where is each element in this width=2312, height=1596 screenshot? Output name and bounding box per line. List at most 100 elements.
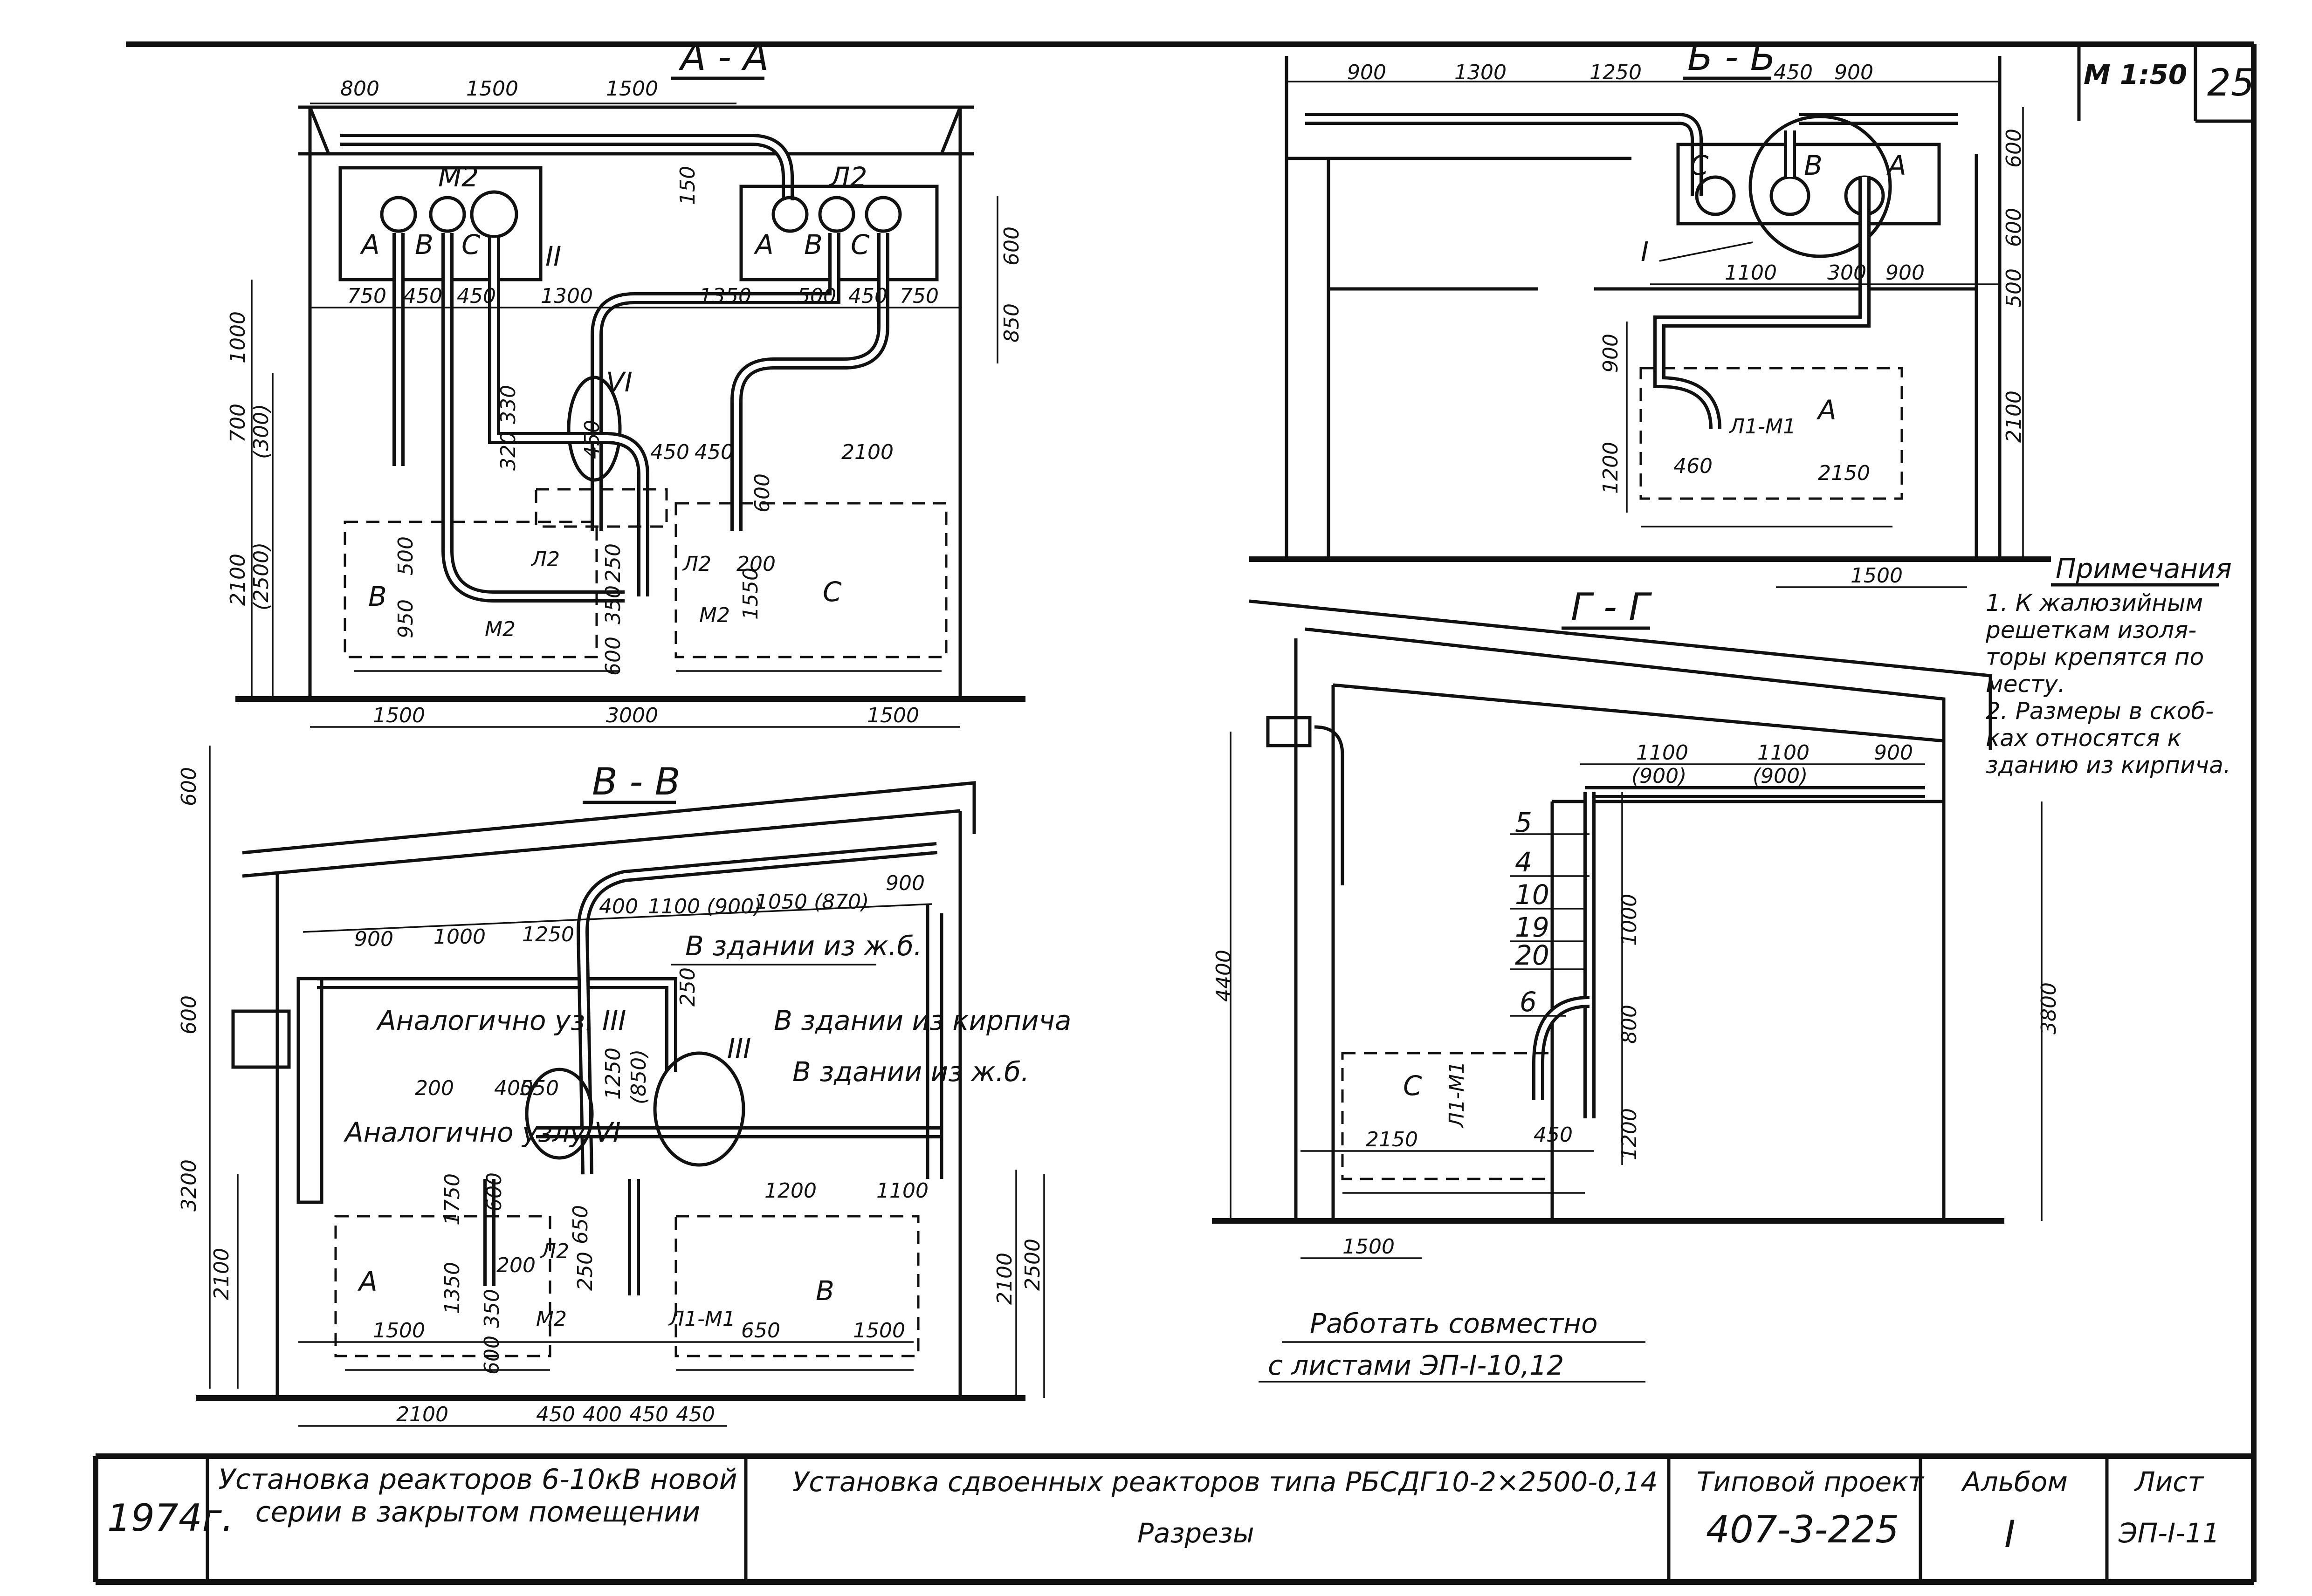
aa-dim-c13: 350 <box>601 585 625 624</box>
title-subject: Установка реакторов 6-10кВ новой серии в… <box>218 1463 737 1528</box>
view-gg-title: Г - Г <box>1571 585 1652 629</box>
aa-dim-c6: 2100 <box>841 440 894 464</box>
vv-dim-left-1: 600 <box>177 767 201 806</box>
vv-dim-top-6: 1050 (870) <box>755 890 869 914</box>
vv-tag-M2: М2 <box>536 1307 567 1331</box>
vv-dim-left-2: 600 <box>177 995 201 1034</box>
title-block <box>206 1456 2109 1582</box>
aa-dim-c9: 200 <box>736 552 776 576</box>
title-sheet-label: Лист <box>2134 1466 2204 1498</box>
bb-dim-left-2: 1200 <box>1599 442 1623 494</box>
bb-bay-A: А <box>1816 394 1837 426</box>
vv-dim-c6: 250 <box>676 967 700 1007</box>
vv-dim-top-5: 1100 (900) <box>648 895 762 918</box>
page-number: 25 <box>2207 61 2255 104</box>
gg-dim-top-4: (900) <box>1753 764 1808 788</box>
gg-callout-20: 20 <box>1515 939 1549 971</box>
bb-dim-top-5: 900 <box>1834 61 1873 84</box>
vv-dim-right-2: 2500 <box>1021 1239 1045 1291</box>
aa-dim-c11: 500 <box>394 536 418 575</box>
view-gg: Г - Г 1100 (900) 1100 (900) 900 <box>1212 585 2061 1259</box>
vv-dim-c8: 1100 <box>876 1179 929 1203</box>
gg-callout-6: 6 <box>1520 986 1537 1018</box>
bb-phase-B: В <box>1804 150 1823 181</box>
view-aa: А - А 800 1500 1500 А В С М2 А В С Л2 <box>226 35 1025 728</box>
bb-dim-row2-2: 300 <box>1827 261 1866 285</box>
aa-dim-row2-2: 450 <box>403 284 442 308</box>
view-bb: Б - Б 900 1300 1250 450 900 С В А I <box>1249 35 2051 588</box>
title-project-label: Типовой проект <box>1697 1466 1925 1498</box>
vv-note-brick: В здании из кирпича <box>774 1005 1071 1036</box>
work-together-line2: с листами ЭП-I-10,12 <box>1268 1349 1564 1381</box>
bb-dim-row2-3: 900 <box>1885 261 1925 285</box>
aa-dim-c12: 950 <box>394 599 418 638</box>
gg-dim-bottom-1: 2150 <box>1366 1128 1418 1151</box>
vv-note-rc: В здании из ж.б. <box>792 1056 1029 1088</box>
gg-dim-c2: 800 <box>1617 1005 1641 1044</box>
aa-bay-C: С <box>823 576 842 608</box>
aa-dim-row2-7: 450 <box>848 284 888 308</box>
gg-callout-19: 19 <box>1515 911 1549 943</box>
aa-dim-top-3: 1500 <box>606 77 658 101</box>
aa-dim-c10: 1550 <box>739 568 763 620</box>
aa-tag-M2-b: М2 <box>699 603 730 627</box>
aa-phase-B-left: В <box>415 229 434 260</box>
sheet-frame <box>93 41 2257 1585</box>
vv-node-III: III <box>727 1033 751 1064</box>
aa-dim-left-300: (300) <box>249 404 273 459</box>
gg-callout-4: 4 <box>1515 846 1532 878</box>
title-project-number: 407-3-225 <box>1706 1508 1899 1551</box>
bb-dim-bottom-1: 460 <box>1673 454 1713 478</box>
bb-dim-right-3: 500 <box>2002 268 2026 308</box>
gg-dim-c1: 1000 <box>1617 894 1641 946</box>
aa-node-VI: VI <box>606 366 633 398</box>
vv-bay-B: В <box>816 1275 834 1307</box>
gg-tag-L1M1: Л1-М1 <box>1445 1061 1469 1129</box>
view-vv: В - В 900 1000 1250 400 1100 (900) 1050 … <box>177 746 1071 1427</box>
vv-dim-c11: 650 <box>569 1205 592 1244</box>
aa-dim-row2-6: 500 <box>797 284 836 308</box>
aa-dim-bottom-1: 1500 <box>373 704 425 727</box>
aa-dim-left-2100: 2100 <box>226 554 250 606</box>
title-album-number: I <box>2004 1513 2016 1556</box>
gg-dim-bottom-2: 1500 <box>1342 1235 1395 1259</box>
vv-dim-c5: (850) <box>627 1049 651 1104</box>
bb-dim-right-2: 600 <box>2002 208 2026 247</box>
aa-tag-L2-a: Л2 <box>530 548 560 571</box>
vv-note-similar-VI: Аналогично узлу VI <box>343 1117 621 1148</box>
aa-dim-right-600: 600 <box>1000 226 1024 266</box>
work-together-line1: Работать совместно <box>1310 1308 1598 1339</box>
vv-dim-bottom-4: 450 <box>629 1403 668 1426</box>
aa-dim-c7: 600 <box>750 473 774 513</box>
aa-phase-B-right: В <box>804 229 823 260</box>
bb-dim-top-2: 1300 <box>1454 61 1507 84</box>
aa-dim-row2-3: 450 <box>457 284 496 308</box>
vv-dim-c15: 350 <box>480 1289 504 1328</box>
aa-dim-row2-5: 1350 <box>699 284 751 308</box>
vv-dim-bottom-1: 2100 <box>396 1403 448 1426</box>
bb-phase-C: С <box>1690 150 1709 181</box>
aa-tag-L2-b: Л2 <box>682 552 711 576</box>
vv-dim-inner-1: 1500 <box>373 1319 425 1343</box>
aa-dim-c1: 330 <box>496 385 520 424</box>
vv-dim-c9: 600 <box>482 1172 506 1212</box>
vv-note-building-rc: В здании из ж.б. <box>685 930 922 962</box>
bb-dim-top-3: 1250 <box>1590 61 1642 84</box>
aa-phase-A-right: А <box>753 229 774 260</box>
title-drawing-sub: Разрезы <box>1137 1517 1254 1549</box>
vv-dim-c12: 200 <box>496 1254 536 1277</box>
gg-dim-right-1: 3800 <box>2037 982 2061 1034</box>
vv-bay-A: А <box>357 1266 378 1297</box>
vv-dim-c13: 250 <box>573 1252 597 1291</box>
vv-dim-inner-3: 1500 <box>853 1319 905 1343</box>
view-bb-title: Б - Б <box>1687 35 1776 79</box>
vv-dim-right-1: 2100 <box>993 1253 1017 1305</box>
gg-callout-5: 5 <box>1515 807 1532 838</box>
bb-dim-bottom-2: 2150 <box>1818 461 1870 485</box>
vv-dim-top-1: 900 <box>354 927 393 951</box>
vv-dim-top-7: 900 <box>886 871 925 895</box>
gg-dim-top-5: 900 <box>1874 741 1913 765</box>
aa-dim-c8: 250 <box>601 543 625 582</box>
bb-tag-L1M1: Л1-М1 <box>1728 415 1796 438</box>
aa-dim-row2-8: 750 <box>900 284 939 308</box>
